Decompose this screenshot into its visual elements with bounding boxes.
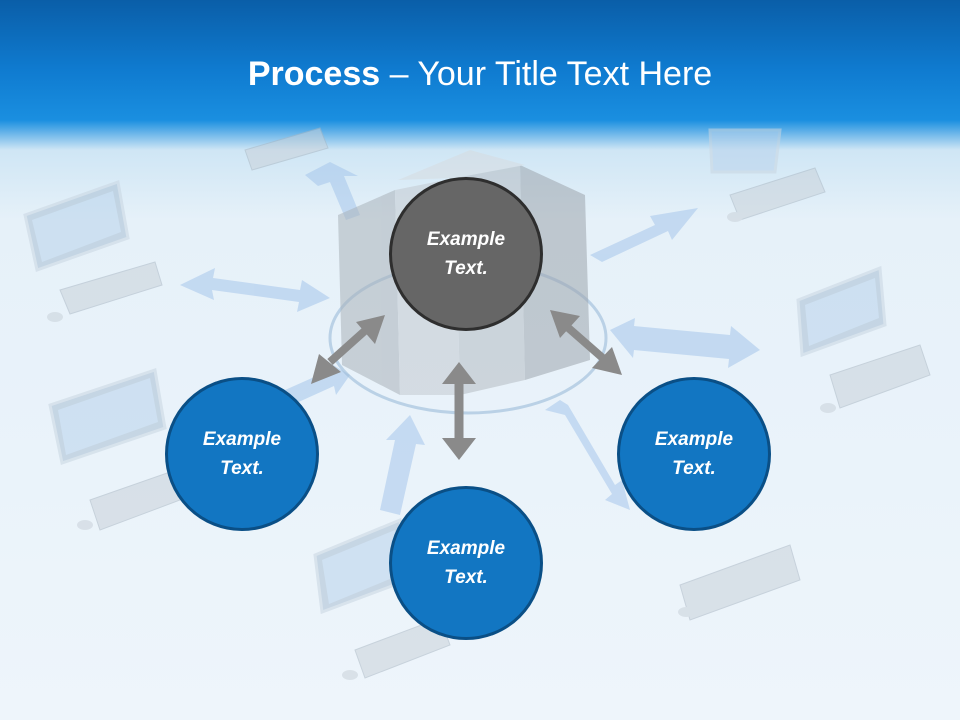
center-node-text: Example Text. <box>426 229 506 279</box>
network-arrow-icon <box>590 208 698 262</box>
computer-icon <box>313 517 451 680</box>
network-arrow-icon <box>545 400 630 510</box>
computer-icon <box>678 544 801 621</box>
network-arrow-icon <box>380 415 425 515</box>
network-arrow-icon <box>180 268 330 312</box>
title-rest-text: – Your Title Text Here <box>380 55 713 93</box>
computer-icon <box>708 128 826 222</box>
left-node: Example Text. <box>165 377 319 531</box>
center-node: Example Text. <box>389 177 543 331</box>
network-arrow-icon <box>610 318 760 368</box>
bottom-node: Example Text. <box>389 486 543 640</box>
double-arrow-icon <box>311 315 385 384</box>
bottom-node-text: Example Text. <box>426 538 506 588</box>
computer-icon <box>23 179 163 322</box>
double-arrow-icon <box>442 362 476 460</box>
computer-icon <box>796 265 931 413</box>
slide-title: Process – Your Title Text Here <box>0 52 960 96</box>
network-arrow-icon <box>305 162 360 220</box>
right-node-text: Example Text. <box>654 429 734 479</box>
computer-icon <box>244 127 329 171</box>
double-arrow-icon <box>550 310 622 375</box>
computer-icon <box>48 368 181 531</box>
right-node: Example Text. <box>617 377 771 531</box>
title-bold-text: Process <box>247 55 381 93</box>
left-node-text: Example Text. <box>202 429 282 479</box>
